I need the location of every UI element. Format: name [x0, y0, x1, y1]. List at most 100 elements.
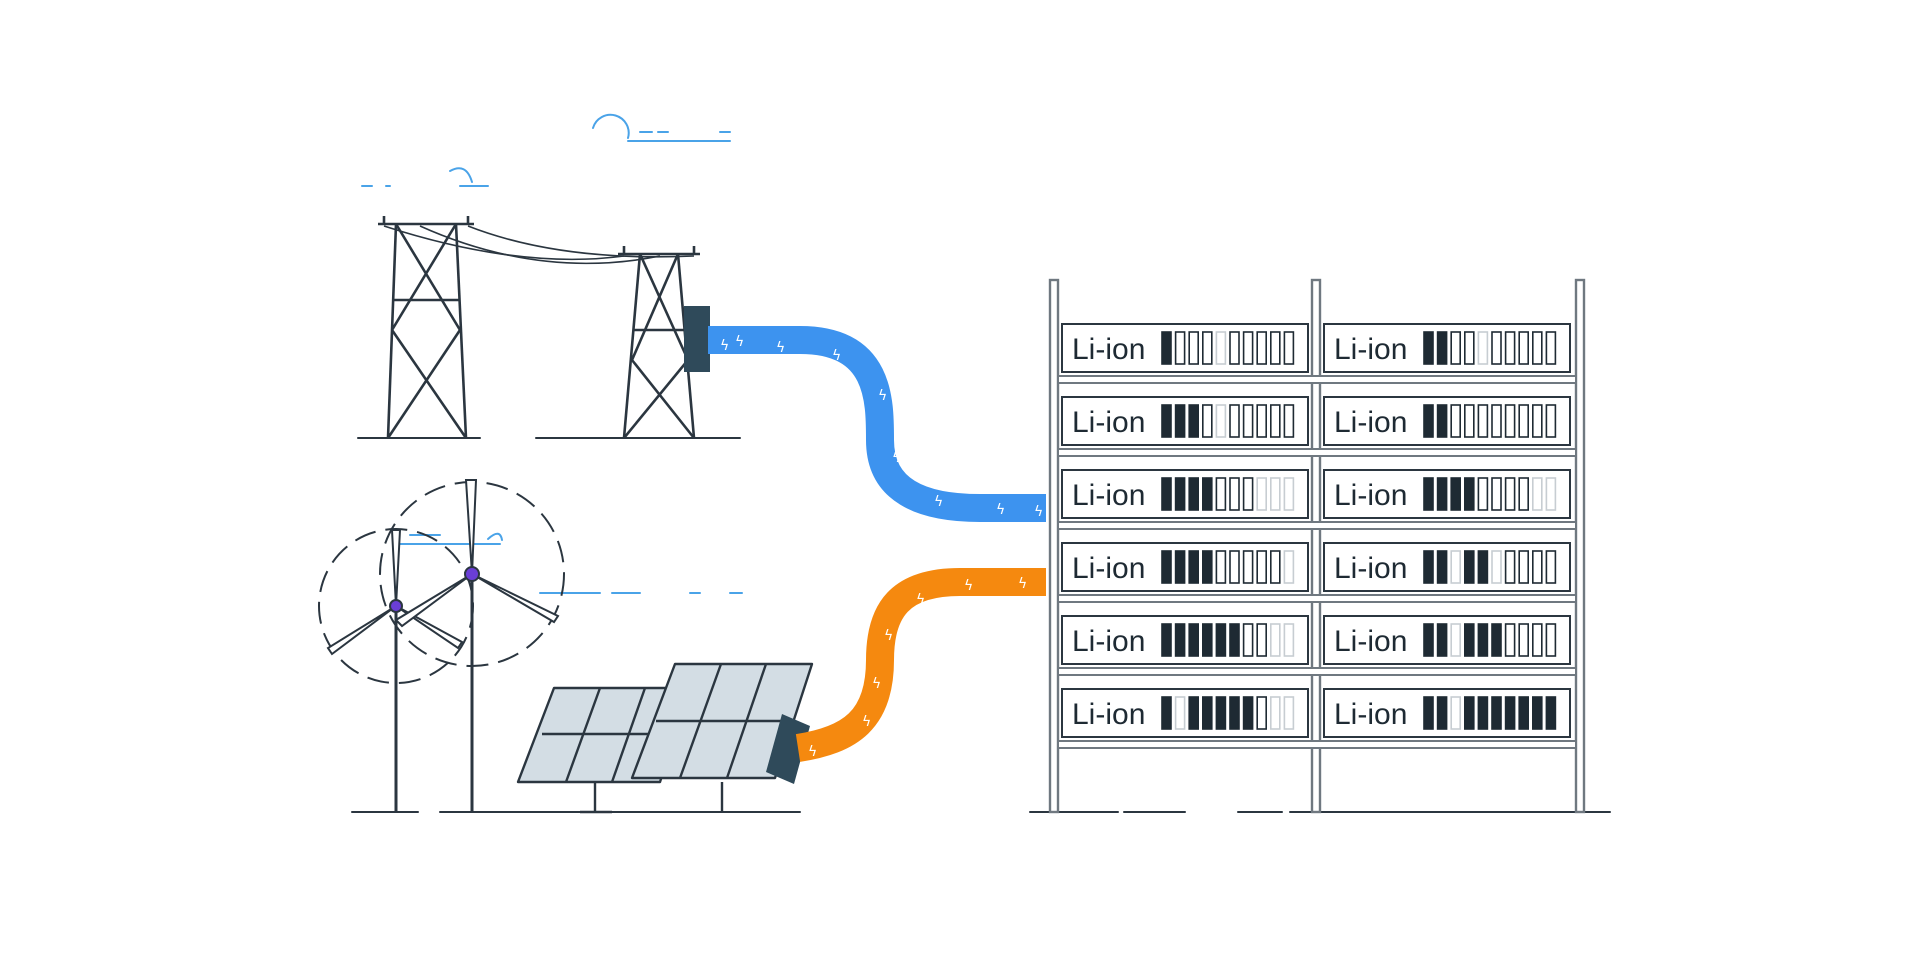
battery-cell — [1518, 477, 1529, 511]
battery-cell — [1229, 404, 1240, 438]
svg-text:ϟ: ϟ — [996, 502, 1005, 518]
battery-cell — [1518, 696, 1529, 730]
battery-cell — [1491, 623, 1502, 657]
battery-cell — [1188, 331, 1199, 365]
battery-cell — [1477, 331, 1489, 365]
battery-cell — [1256, 696, 1267, 730]
ground-line — [351, 437, 1611, 813]
battery-cell — [1202, 696, 1213, 730]
battery-cell — [1423, 477, 1434, 511]
battery-module: Li-ion — [1061, 542, 1309, 592]
battery-cell — [1174, 477, 1186, 511]
battery-cell — [1215, 550, 1227, 584]
battery-cell — [1464, 331, 1475, 365]
battery-cell — [1477, 477, 1489, 511]
solar-connector — [766, 714, 810, 784]
battery-cell — [1256, 623, 1267, 657]
rack-shelf — [1057, 448, 1577, 457]
battery-cells-icon — [1423, 550, 1557, 584]
svg-text:ϟ: ϟ — [934, 494, 943, 510]
grid-cable — [708, 326, 1046, 522]
battery-module-label: Li-ion — [1334, 333, 1407, 366]
battery-cell — [1202, 331, 1213, 365]
battery-module: Li-ion — [1061, 615, 1309, 665]
battery-cell — [1545, 623, 1557, 657]
battery-cell — [1188, 696, 1199, 730]
battery-cell — [1436, 696, 1448, 730]
battery-cell — [1491, 331, 1502, 365]
battery-module-label: Li-ion — [1072, 698, 1145, 731]
battery-module-label: Li-ion — [1072, 479, 1145, 512]
battery-cell — [1423, 623, 1434, 657]
battery-cell — [1436, 550, 1448, 584]
battery-cell — [1504, 623, 1516, 657]
battery-cell — [1545, 477, 1557, 511]
battery-cell — [1188, 623, 1199, 657]
battery-cell — [1450, 404, 1461, 438]
battery-cell — [1188, 404, 1199, 438]
battery-module-label: Li-ion — [1072, 625, 1145, 658]
svg-text:ϟ: ϟ — [1018, 576, 1027, 592]
battery-module: Li-ion — [1061, 396, 1309, 446]
battery-cell — [1545, 550, 1557, 584]
solar-panel-icon — [516, 662, 814, 814]
battery-cell — [1202, 550, 1213, 584]
battery-module-label: Li-ion — [1072, 552, 1145, 585]
battery-cell — [1161, 623, 1172, 657]
battery-cell — [1174, 404, 1186, 438]
battery-cell — [1518, 331, 1529, 365]
battery-module-label: Li-ion — [1072, 333, 1145, 366]
battery-module-label: Li-ion — [1334, 698, 1407, 731]
battery-cell — [1283, 623, 1295, 657]
battery-cell — [1270, 477, 1281, 511]
svg-text:ϟ: ϟ — [884, 628, 893, 644]
battery-cell — [1450, 623, 1461, 657]
battery-cell — [1215, 404, 1227, 438]
battery-cell — [1504, 331, 1516, 365]
battery-cell — [1283, 477, 1295, 511]
battery-cells-icon — [1161, 550, 1295, 584]
battery-cell — [1242, 550, 1254, 584]
battery-cell — [1464, 623, 1475, 657]
battery-module-label: Li-ion — [1334, 625, 1407, 658]
battery-cell — [1545, 404, 1557, 438]
battery-cell — [1161, 477, 1172, 511]
battery-cells-icon — [1423, 623, 1557, 657]
battery-cells-icon — [1423, 477, 1557, 511]
battery-cell — [1491, 404, 1502, 438]
battery-cell — [1491, 550, 1502, 584]
battery-cell — [1436, 623, 1448, 657]
battery-cell — [1450, 331, 1461, 365]
battery-cell — [1174, 696, 1186, 730]
wind-turbine-icon — [318, 479, 565, 812]
battery-cell — [1477, 404, 1489, 438]
battery-cell — [1215, 331, 1227, 365]
battery-cell — [1229, 623, 1240, 657]
svg-text:ϟ: ϟ — [720, 338, 729, 354]
svg-text:ϟ: ϟ — [808, 744, 817, 760]
battery-cell — [1270, 404, 1281, 438]
battery-cells-icon — [1423, 404, 1557, 438]
battery-cell — [1270, 623, 1281, 657]
svg-text:ϟ: ϟ — [1034, 504, 1043, 520]
battery-cell — [1504, 550, 1516, 584]
battery-cells-icon — [1161, 477, 1295, 511]
battery-cells-icon — [1161, 696, 1295, 730]
battery-cell — [1229, 331, 1240, 365]
battery-cell — [1215, 477, 1227, 511]
svg-text:ϟ: ϟ — [832, 348, 841, 364]
battery-cell — [1242, 696, 1254, 730]
battery-cell — [1464, 477, 1475, 511]
battery-cell — [1270, 331, 1281, 365]
svg-text:ϟ: ϟ — [916, 592, 925, 608]
rack-shelf — [1057, 594, 1577, 603]
battery-cells-icon — [1423, 331, 1557, 365]
svg-text:ϟ: ϟ — [964, 578, 973, 594]
bird-icon — [361, 167, 489, 187]
battery-cell — [1423, 404, 1434, 438]
battery-cell — [1161, 550, 1172, 584]
battery-cell — [1215, 696, 1227, 730]
battery-cell — [1256, 550, 1267, 584]
